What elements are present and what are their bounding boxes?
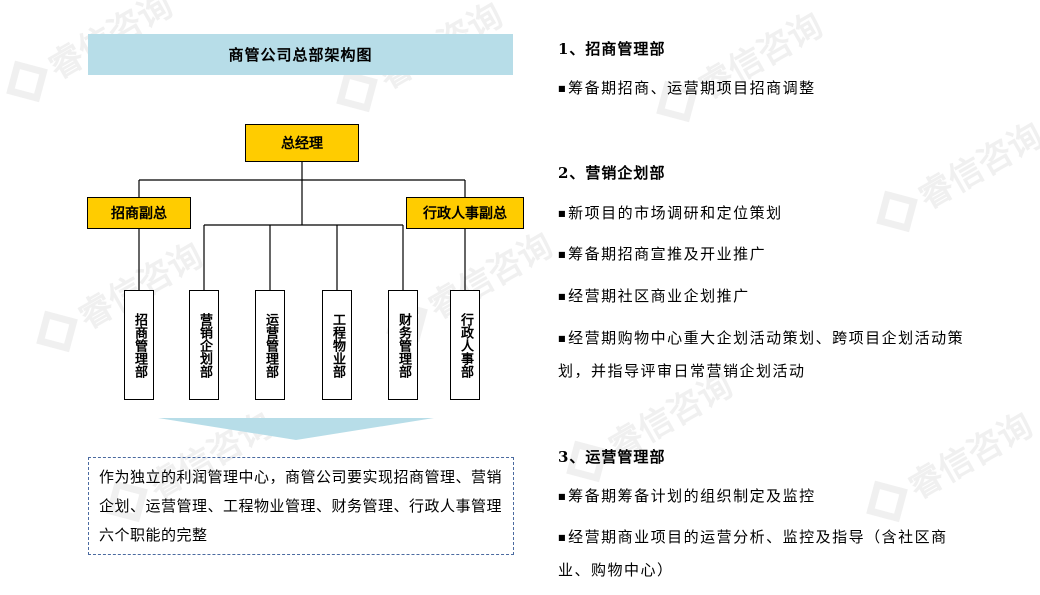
section-title-investment: 1、招商管理部 [558, 40, 666, 58]
bullet-icon: ■ [558, 84, 568, 93]
summary-text: 作为独立的利润管理中心，商管公司要实现招商管理、营销企划、运营管理、工程物业管理… [88, 457, 514, 555]
node-dept-finance: 财务管理部 [388, 290, 418, 400]
section-title-operations: 3、运营管理部 [558, 448, 666, 466]
diagram-title: 商管公司总部架构图 [88, 34, 513, 75]
bullet-icon: ■ [558, 533, 568, 542]
section-item: ■经营期商业项目的运营分析、监控及指导（含社区商业、购物中心） [558, 528, 948, 579]
section-title-marketing: 2、营销企划部 [558, 164, 666, 182]
down-arrow-icon [158, 418, 434, 440]
node-dept-admin-hr: 行政人事部 [450, 290, 480, 400]
section-item: ■新项目的市场调研和定位策划 [558, 204, 783, 222]
bullet-icon: ■ [558, 334, 568, 343]
node-dept-engineering: 工程物业部 [322, 290, 352, 400]
node-deputy-investment: 招商副总 [87, 197, 191, 229]
node-dept-operations: 运营管理部 [255, 290, 285, 400]
bullet-icon: ■ [558, 492, 568, 501]
section-item: ■筹备期招商、运营期项目招商调整 [558, 79, 816, 97]
section-item: ■经营期社区商业企划推广 [558, 287, 750, 305]
bullet-icon: ■ [558, 292, 568, 301]
node-deputy-admin-hr: 行政人事副总 [406, 197, 524, 229]
bullet-icon: ■ [558, 250, 568, 259]
section-item: ■筹备期筹备计划的组织制定及监控 [558, 487, 816, 505]
node-dept-marketing: 营销企划部 [189, 290, 219, 400]
section-item: ■筹备期招商宣推及开业推广 [558, 245, 767, 263]
bullet-icon: ■ [558, 209, 568, 218]
section-item: ■经营期购物中心重大企划活动策划、跨项目企划活动策划，并指导评审日常营销企划活动 [558, 329, 965, 380]
node-general-manager: 总经理 [245, 124, 359, 162]
node-dept-investment: 招商管理部 [124, 290, 154, 400]
